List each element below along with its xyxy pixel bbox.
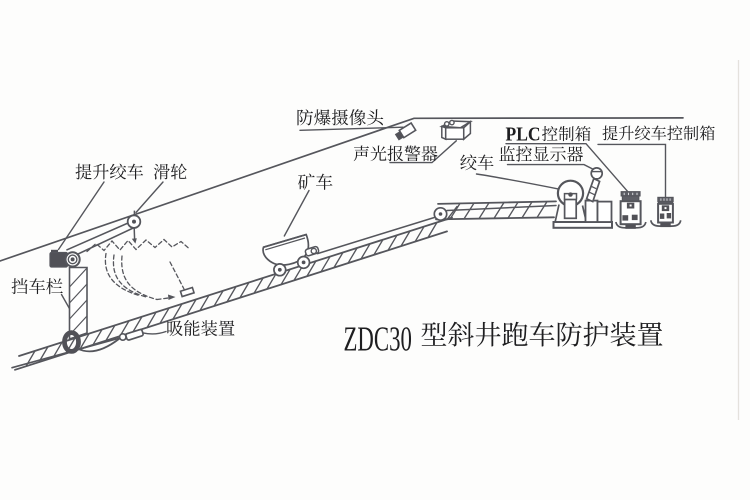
svg-text:ZDC30: ZDC30 — [344, 321, 412, 359]
svg-text:PLC: PLC — [506, 124, 541, 146]
